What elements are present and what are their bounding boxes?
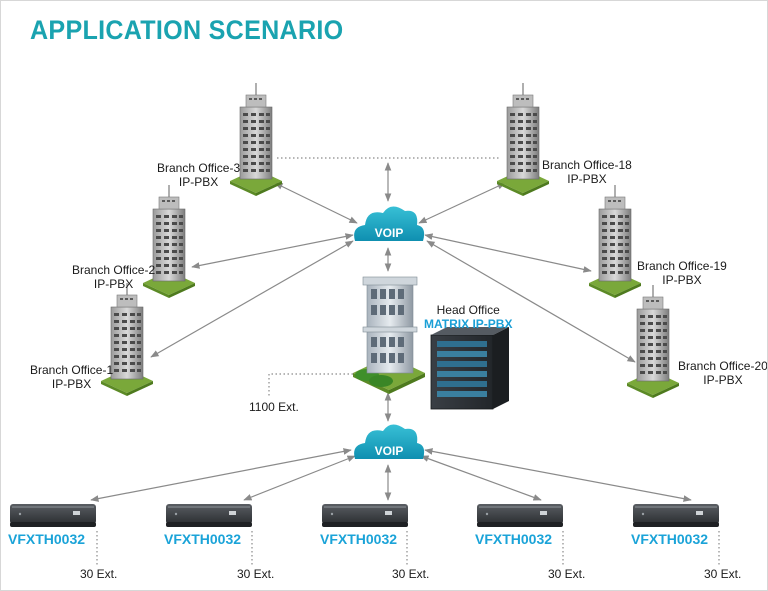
gateway-3-device-icon xyxy=(322,504,408,527)
branch-1-type: IP-PBX xyxy=(51,377,92,391)
gateway-2-extensions: 30 Ext. xyxy=(237,567,275,581)
branch-3-name: Branch Office-3 xyxy=(157,161,241,175)
gateway-4-extensions: 30 Ext. xyxy=(548,567,586,581)
link-branch2 xyxy=(191,233,354,269)
gateway-4-name: VFXTH0032 xyxy=(475,531,553,547)
branch-20-type: IP-PBX xyxy=(703,373,743,387)
branch-1-label: Branch Office-1 IP-PBX xyxy=(30,363,113,391)
head-office-building-icon xyxy=(353,276,425,394)
gateway-1-extensions: 30 Ext. xyxy=(80,567,118,581)
head-office-label: Head Office MATRIX IP-PBX xyxy=(424,303,512,331)
voip-cloud-bottom-label: VOIP xyxy=(375,444,404,458)
branch-19-type: IP-PBX xyxy=(662,273,702,287)
link-gw4 xyxy=(420,455,542,501)
branch-18-type: IP-PBX xyxy=(567,172,607,186)
branch-19-label: Branch Office-19 IP-PBX xyxy=(637,259,727,287)
gateway-5-name: VFXTH0032 xyxy=(631,531,709,547)
gateway-2-device-icon xyxy=(166,504,252,527)
branch-2-type: IP-PBX xyxy=(93,277,134,291)
head-office-name: Head Office xyxy=(436,303,500,317)
link-branch19 xyxy=(424,233,592,273)
link-branch20 xyxy=(426,240,636,363)
page-title: APPLICATION SCENARIO xyxy=(30,15,344,45)
link-gw2 xyxy=(243,455,356,501)
connector-lines xyxy=(90,157,720,566)
gateway-5-extensions: 30 Ext. xyxy=(704,567,742,581)
gateway-1-device-icon xyxy=(10,504,96,527)
branch-18-label: Branch Office-18 IP-PBX xyxy=(542,158,632,186)
branch-1-name: Branch Office-1 xyxy=(30,363,114,377)
gateway-3-name: VFXTH0032 xyxy=(320,531,398,547)
link-branch3 xyxy=(274,182,358,224)
branch-19-building-icon xyxy=(588,184,642,299)
head-office-product: MATRIX IP-PBX xyxy=(424,317,513,331)
gateway-3-extensions: 30 Ext. xyxy=(392,567,430,581)
gateway-5-device-icon xyxy=(633,504,719,527)
gateway-4-device-icon xyxy=(477,504,563,527)
link-branch1 xyxy=(150,240,354,358)
branch-20-label: Branch Office-20 IP-PBX xyxy=(678,359,768,387)
branch-3-label: Branch Office-3 IP-PBX xyxy=(157,161,240,189)
link-branch18 xyxy=(418,182,506,224)
link-gw5 xyxy=(424,448,692,502)
branch-20-building-icon xyxy=(626,284,680,399)
branch-3-type: IP-PBX xyxy=(178,175,219,189)
pbx-rack-icon xyxy=(430,327,509,410)
branch-20-name: Branch Office-20 xyxy=(678,359,768,373)
gateway-2-name: VFXTH0032 xyxy=(164,531,242,547)
head-office-extensions: 1100 Ext. xyxy=(249,400,299,414)
voip-cloud-top-label: VOIP xyxy=(375,226,404,240)
link-gw1 xyxy=(90,448,352,502)
branch-18-name: Branch Office-18 xyxy=(542,158,632,172)
branch-2-label: Branch Office-2 IP-PBX xyxy=(72,263,155,291)
gateway-1-name: VFXTH0032 xyxy=(8,531,86,547)
branch-2-name: Branch Office-2 xyxy=(72,263,156,277)
dotted-link-hq-ext xyxy=(268,373,353,398)
branch-19-name: Branch Office-19 xyxy=(637,259,727,273)
